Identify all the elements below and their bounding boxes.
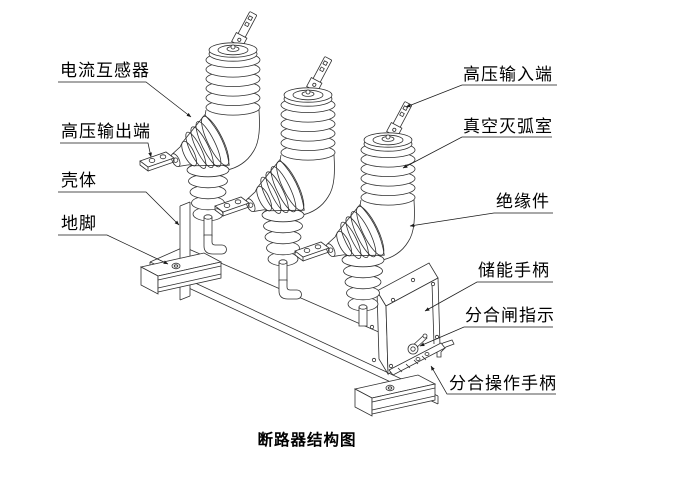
mounting-foot-right [354,374,436,417]
leader-insulator [409,212,553,228]
leader-hv-input-terminal [405,84,557,108]
leader-operating-handle [430,365,556,395]
label-hv-output-terminal: 高压输出端 [61,122,151,141]
label-shell: 壳体 [61,171,97,190]
label-energy-storage-handle: 储能手柄 [478,261,550,280]
pole-left [139,10,261,255]
leader-foot [58,234,169,265]
leader-lines [58,81,557,395]
leader-shell [58,191,180,226]
label-current-transformer: 电流互感器 [60,61,150,80]
operating-mechanism [388,333,455,376]
leader-current-transformer [58,81,192,118]
leader-vacuum-interrupter [402,136,552,169]
leader-hv-output-terminal [60,142,152,158]
label-switch-indicator: 分合闸指示 [465,306,555,325]
part-labels: 电流互感器 高压输出端 壳体 地脚 高压输入端 真空灭弧室 绝缘件 储能手柄 分… [60,61,557,393]
leader-switch-indicator [419,326,553,347]
figure-caption: 断路器结构图 [257,430,356,449]
label-operating-handle: 分合操作手柄 [449,374,557,393]
label-foot: 地脚 [61,214,97,233]
label-vacuum-interrupter: 真空灭弧室 [463,117,553,136]
label-hv-input-terminal: 高压输入端 [463,65,553,84]
leader-energy-storage-handle [424,281,553,312]
label-insulator: 绝缘件 [496,192,550,211]
mechanism-box [369,262,441,376]
